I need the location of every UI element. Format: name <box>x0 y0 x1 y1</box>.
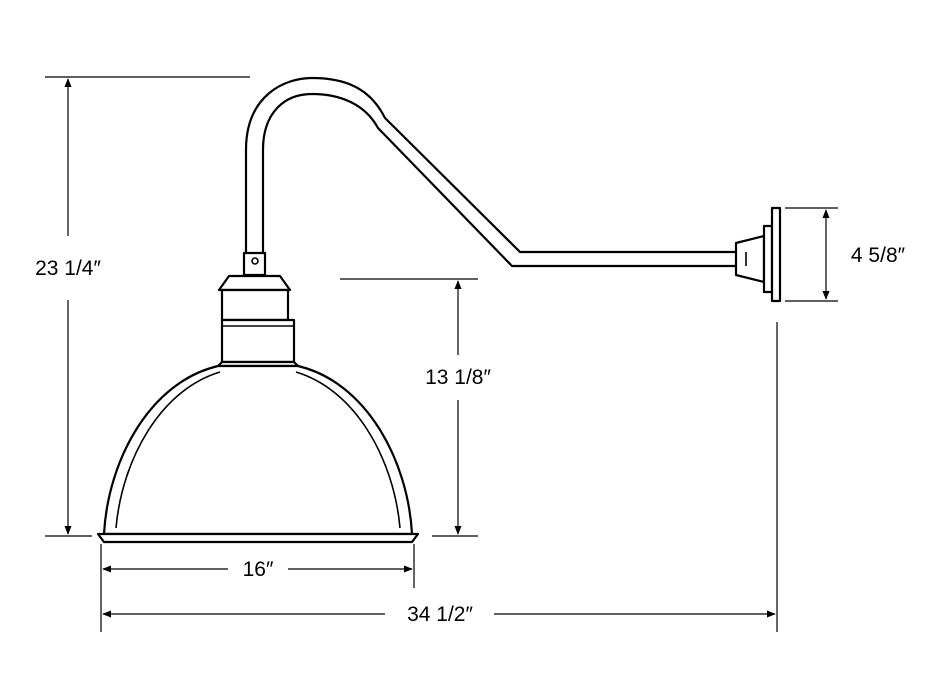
dimension-shade-width: 16″ <box>102 558 413 581</box>
dimension-shade-height: 13 1/8″ <box>425 280 491 535</box>
socket-housing <box>216 251 300 368</box>
dome-shade <box>96 364 420 544</box>
dimension-backplate-height: 4 5/8″ <box>822 209 906 300</box>
backplate-height-label: 4 5/8″ <box>851 244 906 267</box>
shade-height-label: 13 1/8″ <box>425 366 491 389</box>
wall-backplate <box>734 206 782 303</box>
extension-lines <box>45 76 838 632</box>
overall-height-label: 23 1/4″ <box>35 257 101 280</box>
dimension-overall-width: 34 1/2″ <box>102 603 776 626</box>
overall-width-label: 34 1/2″ <box>407 603 473 626</box>
gooseneck-arm <box>244 76 742 268</box>
shade-width-label: 16″ <box>243 558 274 581</box>
dimension-overall-height: 23 1/4″ <box>35 78 101 535</box>
